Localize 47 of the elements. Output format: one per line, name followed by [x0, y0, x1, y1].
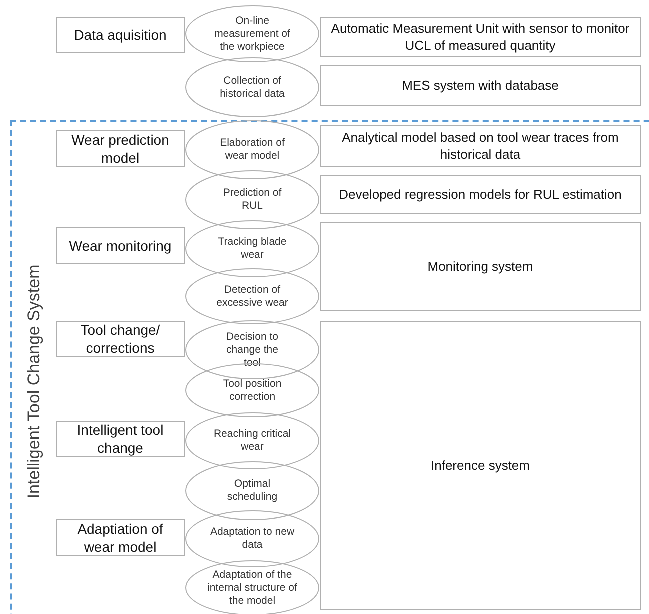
node-text: Adaptation of the internal structure of the model	[206, 568, 298, 608]
method-box	[320, 125, 641, 167]
node-text: Optimal scheduling	[226, 478, 279, 504]
method-box	[320, 321, 641, 610]
node-text: Adaptation to new data	[210, 526, 295, 552]
node-text: Tool position correction	[222, 378, 283, 404]
node-text: MES system with database	[402, 77, 559, 94]
task-ellipse	[185, 268, 320, 325]
node-text: Prediction of RUL	[222, 187, 283, 213]
node-text: Automatic Measurement Unit with sensor to monitor UCL of measured quantity	[330, 20, 631, 54]
node-text: On-line measurement of the workpiece	[214, 14, 292, 54]
node-text: Data aquisition	[73, 26, 168, 44]
node-text: Adaptiation of wear model	[76, 520, 164, 556]
node-text: Collection of historical data	[219, 74, 286, 100]
task-ellipse	[185, 510, 320, 568]
task-ellipse	[185, 5, 320, 63]
task-ellipse	[185, 412, 320, 470]
node-text: Tracking blade wear	[217, 236, 288, 262]
stage-box	[56, 17, 185, 53]
method-box	[320, 175, 641, 214]
task-ellipse	[185, 320, 320, 380]
node-text: Intelligent tool change	[76, 421, 165, 457]
task-ellipse	[185, 57, 320, 118]
method-box	[320, 65, 641, 106]
task-ellipse	[185, 170, 320, 230]
node-text: Reaching critical wear	[212, 428, 292, 454]
task-ellipse	[185, 220, 320, 278]
method-box	[320, 222, 641, 311]
node-text: Analytical model based on tool wear traces from historical data	[341, 129, 620, 163]
node-text: Detection of excessive wear	[216, 284, 290, 310]
node-text: Tool change/ corrections	[80, 321, 162, 357]
task-ellipse	[185, 461, 320, 521]
node-text: Elaboration of wear model	[219, 137, 286, 163]
stage-box	[56, 421, 185, 457]
node-text: Developed regression models for RUL estimation	[339, 186, 622, 203]
stage-box	[56, 227, 185, 264]
node-text: Wear monitoring	[68, 236, 173, 254]
node-text: Wear prediction model	[70, 130, 170, 166]
node-text: Monitoring system	[428, 258, 534, 275]
method-box	[320, 17, 641, 57]
stage-box	[56, 321, 185, 357]
task-ellipse	[185, 120, 320, 180]
system-region	[10, 120, 649, 614]
region-title: Intelligent Tool Change System	[23, 264, 44, 500]
stage-box	[56, 130, 185, 167]
node-text: Inference system	[431, 457, 530, 474]
stage-box	[56, 519, 185, 556]
